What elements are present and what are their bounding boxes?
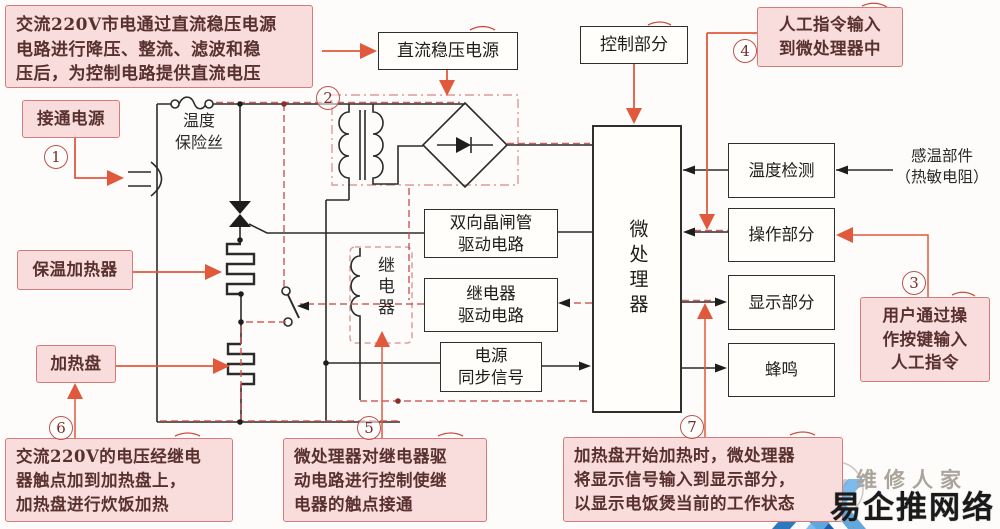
transformer-secondary	[372, 104, 423, 185]
thermal-fuse-icon	[178, 96, 207, 110]
note-relay-voltage: 交流220V的电压经继电 器触点加到加热盘上， 加热盘进行炊饭加热	[5, 438, 233, 522]
power-supply-dashed-box	[331, 94, 519, 186]
relay-coil-icon	[350, 248, 361, 400]
step-6: 6	[49, 416, 73, 440]
note-power-on: 接通电源	[22, 100, 120, 138]
block-mcu: 微处理器	[592, 125, 682, 413]
label-relay: 继电器	[373, 255, 394, 319]
annotation-arrows	[74, 32, 929, 438]
block-control: 控制部分	[580, 26, 688, 64]
relay-dashed-box	[349, 246, 413, 344]
step-3: 3	[902, 271, 926, 295]
step-5: 5	[357, 416, 381, 440]
warm-heater-element	[225, 242, 256, 296]
note-heat-plate: 加热盘	[36, 345, 116, 383]
step-2: 2	[316, 86, 340, 110]
relay-contact-icon	[281, 286, 291, 296]
block-triac-drive: 双向晶闸管 驱动电路	[424, 209, 558, 258]
block-relay-drive: 继电器 驱动电路	[424, 278, 558, 332]
note-user-keys: 用户通过操 作按键输入 人工指令	[860, 297, 990, 382]
mcu-label: 微处理器	[626, 219, 649, 319]
label-temp-sensor: 感温部件 （热敏电阻）	[895, 147, 989, 186]
transformer-core	[359, 110, 366, 180]
label-thermal-fuse: 温度 保险丝	[174, 111, 223, 152]
note-warm-heater: 保温加热器	[17, 250, 133, 290]
watermark-brand-1: 维修人家	[856, 467, 968, 492]
block-sync-signal: 电源 同步信号	[440, 342, 542, 392]
block-display: 显示部分	[728, 275, 835, 330]
bridge-rectifier-icon	[421, 101, 509, 189]
junction-dots	[237, 101, 329, 425]
triac-icon	[229, 201, 251, 227]
red-junction-dots	[281, 101, 401, 404]
block-dc-power: 直流稳压电源	[378, 32, 518, 70]
note-heating-display: 加热盘开始加热时，微处理器 将显示信号输入到显示部分， 以显示电饭煲当前的工作状…	[563, 437, 843, 522]
black-arrowheads	[297, 165, 848, 373]
note-ac-supply: 交流220V市电通过直流稳压电源 电路进行降压、整流、滤波和稳 压后，为控制电路…	[5, 5, 313, 88]
note-mcu-relay: 微处理器对继电器驱 动电路进行控制使继 电器的触点接通	[283, 438, 487, 522]
terminal-circles	[170, 99, 293, 327]
relay-contact-lever	[287, 294, 300, 319]
step-7: 7	[680, 415, 704, 439]
plug-icon	[128, 161, 163, 197]
block-buzzer: 蜂鸣	[728, 343, 835, 397]
red-arrowheads	[67, 43, 853, 399]
step-4: 4	[733, 39, 757, 63]
block-temp-detect: 温度检测	[728, 143, 835, 198]
diode-icon	[456, 137, 471, 153]
block-operation: 操作部分	[728, 208, 835, 262]
note-manual-cmd: 人工指令输入 到微处理器中	[757, 7, 903, 67]
watermark-brand-2: 易企推网络	[830, 490, 995, 526]
transformer-primary	[325, 104, 350, 422]
step-1: 1	[44, 145, 68, 169]
